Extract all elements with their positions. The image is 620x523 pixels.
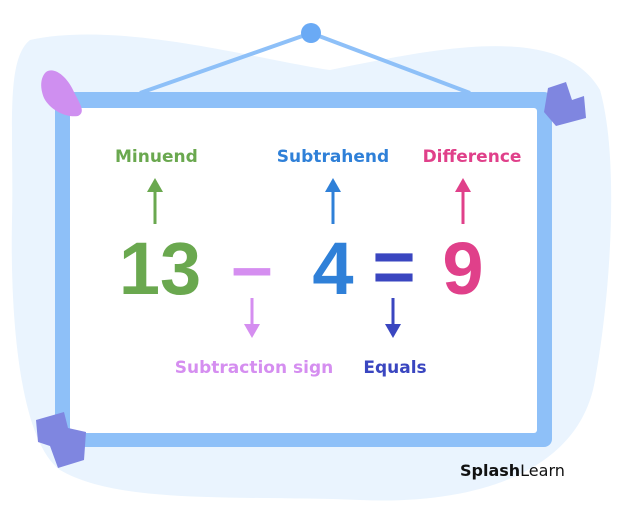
corner-block-bottom-left	[36, 412, 86, 468]
subtrahend-label: Subtrahend	[276, 147, 390, 167]
minuend-value: 13	[118, 227, 202, 310]
arrow-down-subtraction-sign	[244, 298, 260, 338]
pin-icon	[301, 23, 321, 43]
difference-value: 9	[442, 227, 484, 310]
subtraction-sign-label: Subtraction sign	[174, 358, 334, 378]
subtrahend-value: 4	[312, 227, 354, 310]
board-surface	[70, 108, 537, 433]
corner-blob-top-left	[41, 70, 82, 117]
equals-sign: =	[372, 225, 416, 308]
equals-label: Equals	[363, 358, 427, 378]
arrow-up-subtrahend	[325, 178, 341, 224]
arrow-down-equals	[385, 298, 401, 338]
arrow-up-minuend	[147, 178, 163, 224]
corner-block-top-right	[544, 82, 586, 126]
minus-sign: –	[231, 225, 273, 308]
brand-part-learn: Learn	[520, 461, 565, 480]
difference-label: Difference	[422, 147, 522, 167]
arrow-up-difference	[455, 178, 471, 224]
brand-part-splash: Splash	[460, 461, 521, 480]
minuend-label: Minuend	[115, 147, 198, 167]
splashlearn-logo: SplashLearn	[460, 461, 565, 480]
